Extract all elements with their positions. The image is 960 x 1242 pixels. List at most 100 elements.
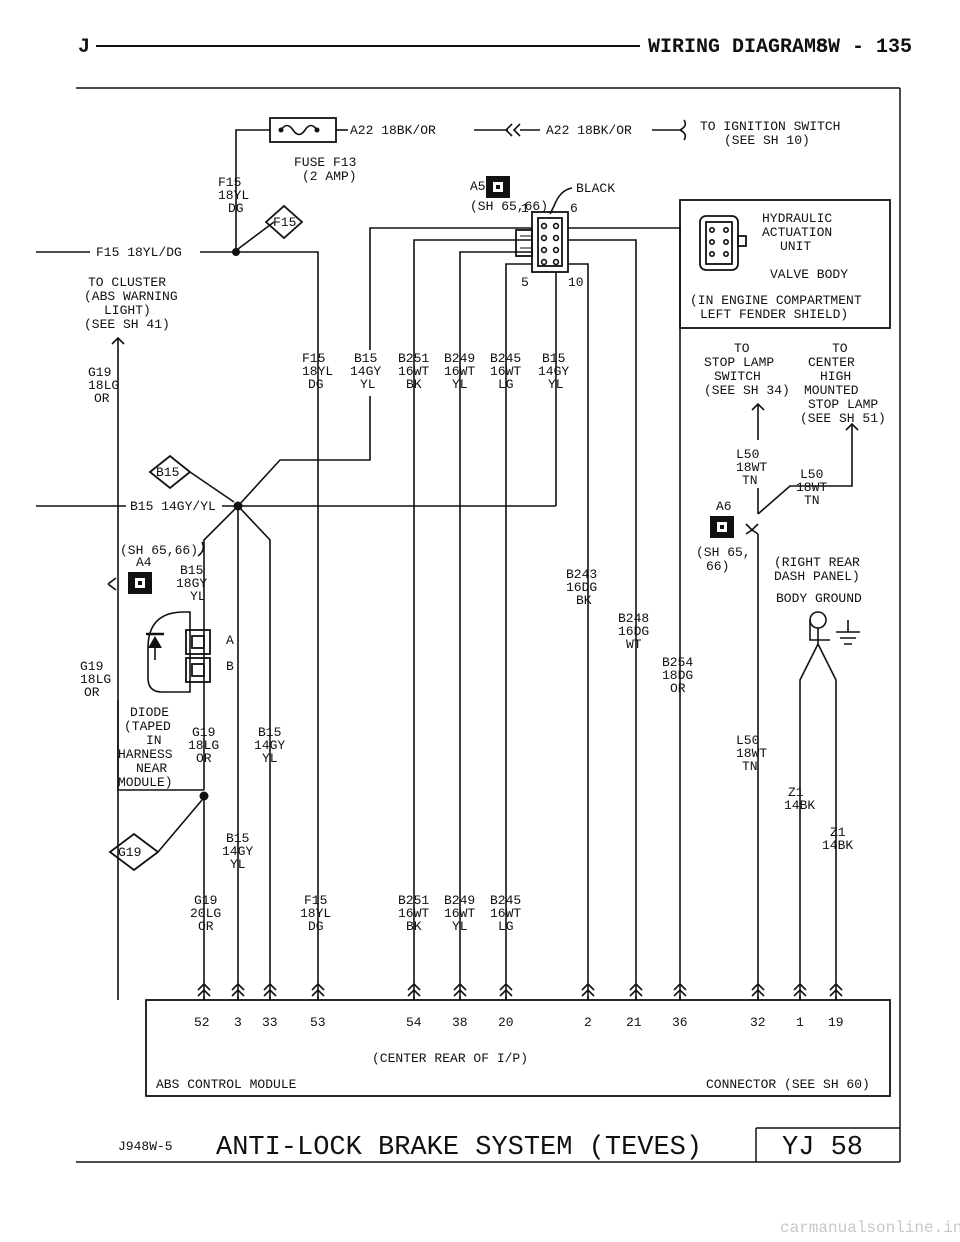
stop-lamp-line2: STOP LAMP — [704, 355, 774, 370]
bottom-label-1-circuit: F15 — [304, 893, 327, 908]
chmsl-line6: (SEE SH 51) — [800, 411, 886, 426]
a4-label: A4 — [136, 555, 152, 570]
mid-label-5-gauge: 14GY — [538, 364, 569, 379]
diode-note-line5: NEAR — [136, 761, 167, 776]
f15-main-wire — [200, 251, 319, 1000]
wire-b248 — [568, 239, 637, 1000]
a5-pin-6: 6 — [570, 201, 578, 216]
module-pin-38: 38 — [452, 1015, 468, 1030]
g19-upper-gauge: 18LG — [88, 378, 119, 393]
mid-label-5-color: YL — [548, 377, 564, 392]
module-terminals — [197, 982, 843, 1000]
stop-lamp-line1: TO — [734, 341, 750, 356]
mid-label-3-circuit: B249 — [444, 351, 475, 366]
module-location: (CENTER REAR OF I/P) — [372, 1051, 528, 1066]
a5-color: BLACK — [576, 181, 615, 196]
module-pin-52: 52 — [194, 1015, 210, 1030]
header-left: J — [78, 36, 90, 59]
mid-label-0-circuit: F15 — [302, 351, 325, 366]
cluster-line1: TO CLUSTER — [88, 275, 166, 290]
fuse-f13 — [269, 117, 337, 143]
module-pin-20: 20 — [498, 1015, 514, 1030]
diode-note-bracket — [117, 700, 204, 791]
abs-module-box — [145, 999, 891, 1097]
a5-pin-1: 1 — [521, 201, 529, 216]
g19-diode-circuit: G19 — [192, 725, 215, 740]
diode-note-line1: DIODE — [130, 705, 169, 720]
module-pin-19: 19 — [828, 1015, 844, 1030]
module-pin-53: 53 — [310, 1015, 326, 1030]
diode-note-line4: HARNESS — [118, 747, 173, 762]
b248-color: WT — [626, 637, 642, 652]
hcu-line5: (IN ENGINE COMPARTMENT — [690, 293, 862, 308]
mid-label-0-color: DG — [308, 377, 324, 392]
b15-18-gauge: 18GY — [176, 576, 207, 591]
footer-page: YJ 58 — [782, 1133, 863, 1163]
mid-label-3-color: YL — [452, 377, 468, 392]
mid-wire-labels: F15 18YL DG B15 14GY YL B251 16WT BK B24… — [302, 351, 569, 392]
mid-label-4-gauge: 16WT — [490, 364, 521, 379]
a5-pin-5: 5 — [521, 275, 529, 290]
mid-label-0-gauge: 18YL — [302, 364, 333, 379]
b254-gauge: 18DG — [662, 668, 693, 683]
splice-f15-label: F15 — [273, 215, 296, 230]
b248-gauge: 16DG — [618, 624, 649, 639]
a4-sheet: (SH 65,66) — [120, 543, 198, 558]
a22-left-label: A22 18BK/OR — [350, 123, 436, 138]
a22-inline-connector — [474, 123, 540, 137]
g19-upper-color: OR — [94, 391, 110, 406]
a22-right-label: A22 18BK/OR — [546, 123, 632, 138]
bottom-label-4-color: LG — [498, 919, 514, 934]
diode-pin-b: B — [226, 659, 234, 674]
fuse-name: FUSE F13 — [294, 155, 356, 170]
bottom-label-2-circuit: B251 — [398, 893, 429, 908]
wire-b243 — [568, 263, 589, 1000]
b254-circuit: B254 — [662, 655, 693, 670]
wire-b245 — [505, 263, 532, 1000]
bottom-label-1-color: DG — [308, 919, 324, 934]
bottom-label-2-gauge: 16WT — [398, 906, 429, 921]
header-title: WIRING DIAGRAMS — [648, 36, 828, 59]
splice-b15-leader — [189, 471, 235, 503]
diode-note-line3: IN — [146, 733, 162, 748]
wire-g19-cluster — [111, 336, 125, 1000]
b243-circuit: B243 — [566, 567, 597, 582]
diode-pin-a: A — [226, 633, 234, 648]
ignition-arrow — [652, 119, 687, 141]
module-name: ABS CONTROL MODULE — [156, 1077, 297, 1092]
wire-b15-to-a5 — [369, 227, 532, 350]
l50-c-color: TN — [742, 759, 758, 774]
module-pin-33: 33 — [262, 1015, 278, 1030]
bottom-label-2-color: BK — [406, 919, 422, 934]
a5-pin-10: 10 — [568, 275, 584, 290]
a4-connector-icon — [128, 572, 152, 594]
wire-stop-lamp — [751, 402, 765, 440]
chmsl-line1: TO — [832, 341, 848, 356]
module-pin-32: 32 — [750, 1015, 766, 1030]
hcu-line6: LEFT FENDER SHIELD) — [700, 307, 848, 322]
header-page: 8W - 135 — [816, 36, 912, 59]
l50-c-gauge: 18WT — [736, 746, 767, 761]
bottom-label-1-gauge: 18YL — [300, 906, 331, 921]
hcu-line2: ACTUATION — [762, 225, 832, 240]
splice-f15-diamond — [264, 204, 304, 240]
ignition-line2: (SEE SH 10) — [724, 133, 810, 148]
f15-feed-label: F15 18YL/DG — [96, 245, 182, 260]
wire-b249 — [459, 251, 532, 1000]
wire-b15-to-a4 — [203, 505, 239, 790]
bottom-label-0-circuit: G19 — [194, 893, 217, 908]
mid-label-2-color: BK — [406, 377, 422, 392]
hcu-line4: VALVE BODY — [770, 267, 848, 282]
cluster-line3: LIGHT) — [104, 303, 151, 318]
chmsl-line4: MOUNTED — [804, 383, 859, 398]
diagram-frame — [76, 87, 901, 1163]
footer-title: ANTI-LOCK BRAKE SYSTEM (TEVES) — [216, 1133, 702, 1163]
wire-chmsl — [757, 422, 859, 515]
chmsl-line2: CENTER — [808, 355, 855, 370]
hcu-box — [679, 199, 891, 329]
splice-f15-leader — [237, 221, 275, 250]
bottom-label-3-color: YL — [452, 919, 468, 934]
footer-code: J948W-5 — [118, 1139, 173, 1154]
l50-c-circuit: L50 — [736, 733, 759, 748]
